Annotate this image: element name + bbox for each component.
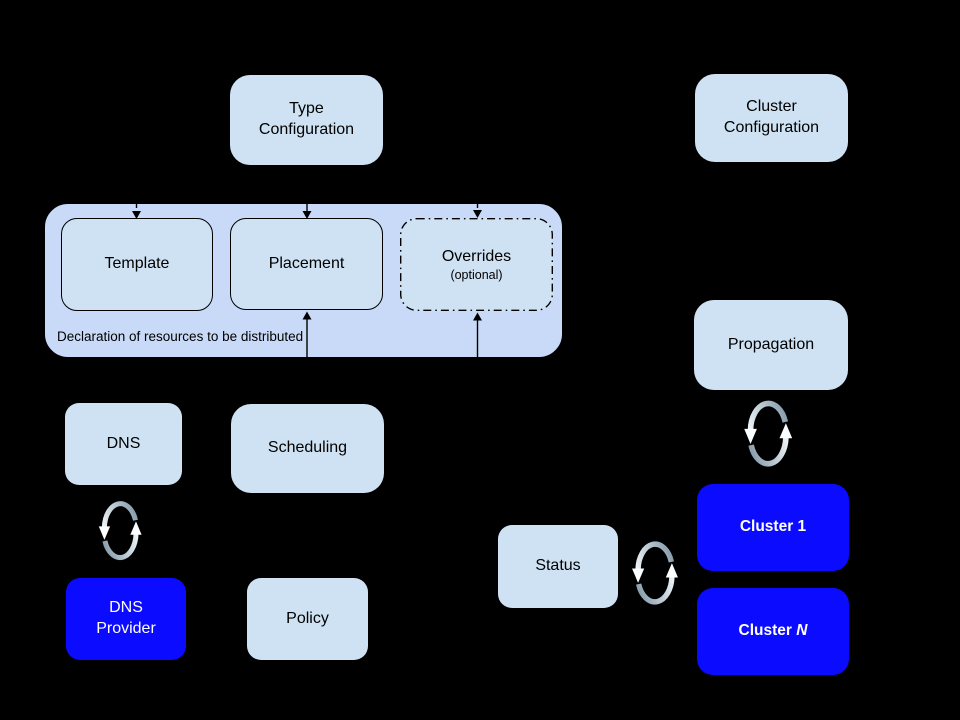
- dns-label: DNS: [106, 434, 141, 452]
- dns-provider-label: DNS Provider: [96, 599, 156, 637]
- node-overrides: Overrides (optional): [400, 218, 553, 311]
- placement-label: Placement: [268, 254, 345, 272]
- node-dns: DNS: [65, 403, 182, 485]
- cluster-n-prefix: Cluster: [738, 622, 797, 640]
- cluster-n-italic-n: N: [796, 622, 808, 640]
- node-cluster-n: Cluster N: [697, 588, 849, 675]
- status-label: Status: [535, 557, 581, 575]
- node-placement: Placement: [230, 218, 383, 310]
- policy-label: Policy: [286, 609, 329, 627]
- node-propagation: Propagation: [694, 300, 848, 390]
- overrides-sublabel: (optional): [450, 268, 503, 283]
- overrides-label: Overrides: [441, 247, 512, 265]
- node-type-configuration: Type Configuration: [230, 75, 383, 165]
- template-label: Template: [104, 255, 170, 273]
- declaration-caption: Declaration of resources to be distribut…: [57, 329, 304, 344]
- node-template: Template: [61, 218, 213, 311]
- sync-icon-dns-provider: [99, 504, 142, 558]
- propagation-label: Propagation: [727, 335, 815, 353]
- node-dns-provider: DNS Provider: [66, 578, 186, 660]
- type-configuration-label: Type Configuration: [258, 100, 355, 138]
- cluster-n-label: Cluster N: [739, 621, 808, 641]
- scheduling-label: Scheduling: [267, 439, 348, 457]
- sync-icon-propagation-cluster: [744, 403, 792, 463]
- node-status: Status: [498, 525, 618, 608]
- node-cluster-1: Cluster 1: [697, 484, 849, 571]
- cluster-configuration-label: Cluster Configuration: [723, 98, 820, 136]
- node-scheduling: Scheduling: [231, 404, 384, 493]
- sync-icon-status-cluster: [632, 544, 678, 602]
- cluster-1-label: Cluster 1: [739, 518, 807, 536]
- node-cluster-configuration: Cluster Configuration: [695, 74, 848, 162]
- node-policy: Policy: [247, 578, 368, 660]
